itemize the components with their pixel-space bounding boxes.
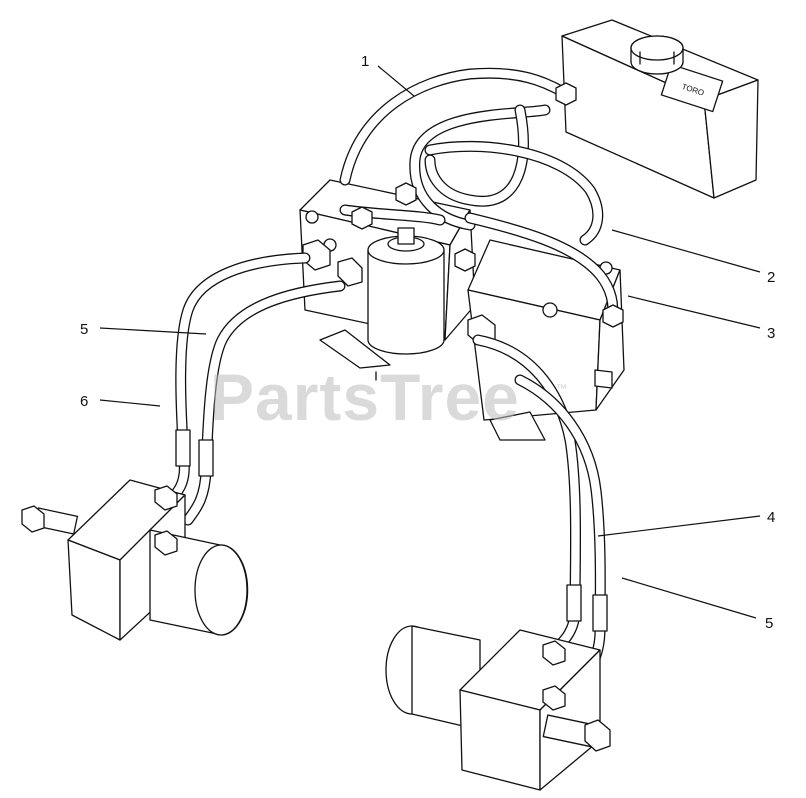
hydraulic-tank: TORO (561, 19, 759, 199)
watermark-text: PartsTree (210, 360, 520, 434)
hose-2 (464, 212, 619, 321)
watermark: PartsTree ™ (210, 360, 567, 434)
leader-lines (99, 65, 761, 619)
upper-hoses (339, 104, 604, 246)
left-drive-hoses (166, 252, 346, 526)
callout-2: 2 (767, 269, 775, 286)
right-wheel-motor (385, 625, 611, 791)
callout-4: 4 (767, 509, 775, 526)
callout-labels: 1 2 3 4 5 6 5 (80, 53, 775, 632)
callout-6: 6 (80, 393, 88, 410)
callout-3: 3 (767, 325, 775, 342)
left-wheel-motor (21, 479, 249, 641)
filter-canister (367, 227, 445, 381)
callout-1: 1 (361, 53, 369, 70)
watermark-trademark: ™ (556, 383, 567, 395)
callout-5-right: 5 (765, 615, 773, 632)
callout-5-left: 5 (80, 321, 88, 338)
hose-1 (339, 67, 569, 186)
